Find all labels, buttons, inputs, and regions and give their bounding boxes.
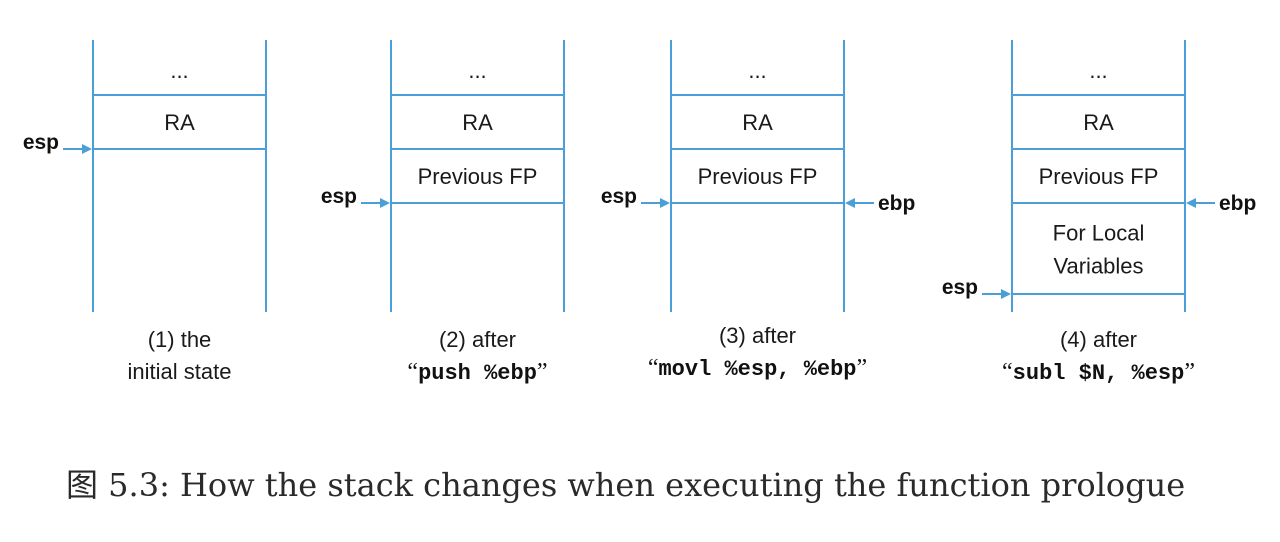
stack-cell-label: Previous FP — [1039, 164, 1159, 189]
ebp-label: ebp — [878, 192, 915, 215]
esp-label: esp — [601, 185, 637, 208]
stack-cell-label: RA — [742, 110, 773, 135]
stack-cell-label: Variables — [1053, 254, 1143, 279]
esp-label: esp — [942, 276, 978, 299]
stack-prologue-diagram: ... RA esp (1) the initial state... RA Previou… — [23, 40, 1256, 386]
pointer-arrowhead — [1186, 198, 1196, 208]
panel-code: “push %ebp” — [407, 359, 547, 386]
stack-ellipsis: ... — [1089, 58, 1107, 83]
panel-code-instruction: push %ebp — [418, 361, 537, 386]
stack-ellipsis: ... — [170, 58, 188, 83]
esp-label: esp — [321, 185, 357, 208]
figure-caption: 图 5.3: How the stack changes when execut… — [66, 466, 1186, 504]
panel-caption: initial state — [128, 359, 232, 384]
panel-code: “subl $N, %esp” — [1002, 359, 1195, 386]
stack-cell-label: Previous FP — [418, 164, 538, 189]
panel-caption: (3) after — [719, 323, 796, 348]
panel-code-instruction: subl $N, %esp — [1013, 361, 1185, 386]
panel-caption: (2) after — [439, 327, 516, 352]
stack-cell-label: RA — [462, 110, 493, 135]
stack-cell-label: RA — [164, 110, 195, 135]
stack-cell-label: Previous FP — [698, 164, 818, 189]
panel-code-instruction: movl %esp, %ebp — [658, 357, 856, 382]
stack-cell-label: RA — [1083, 110, 1114, 135]
pointer-arrowhead — [660, 198, 670, 208]
pointer-arrowhead — [845, 198, 855, 208]
pointer-arrowhead — [82, 144, 92, 154]
pointer-arrowhead — [380, 198, 390, 208]
stack-cell-label: For Local — [1053, 221, 1145, 246]
panel-code: “movl %esp, %ebp” — [648, 355, 867, 382]
panel-caption: (4) after — [1060, 327, 1137, 352]
esp-label: esp — [23, 131, 59, 154]
stack-ellipsis: ... — [468, 58, 486, 83]
stack-ellipsis: ... — [748, 58, 766, 83]
panel-caption: (1) the — [148, 327, 212, 352]
pointer-arrowhead — [1001, 289, 1011, 299]
ebp-label: ebp — [1219, 192, 1256, 215]
